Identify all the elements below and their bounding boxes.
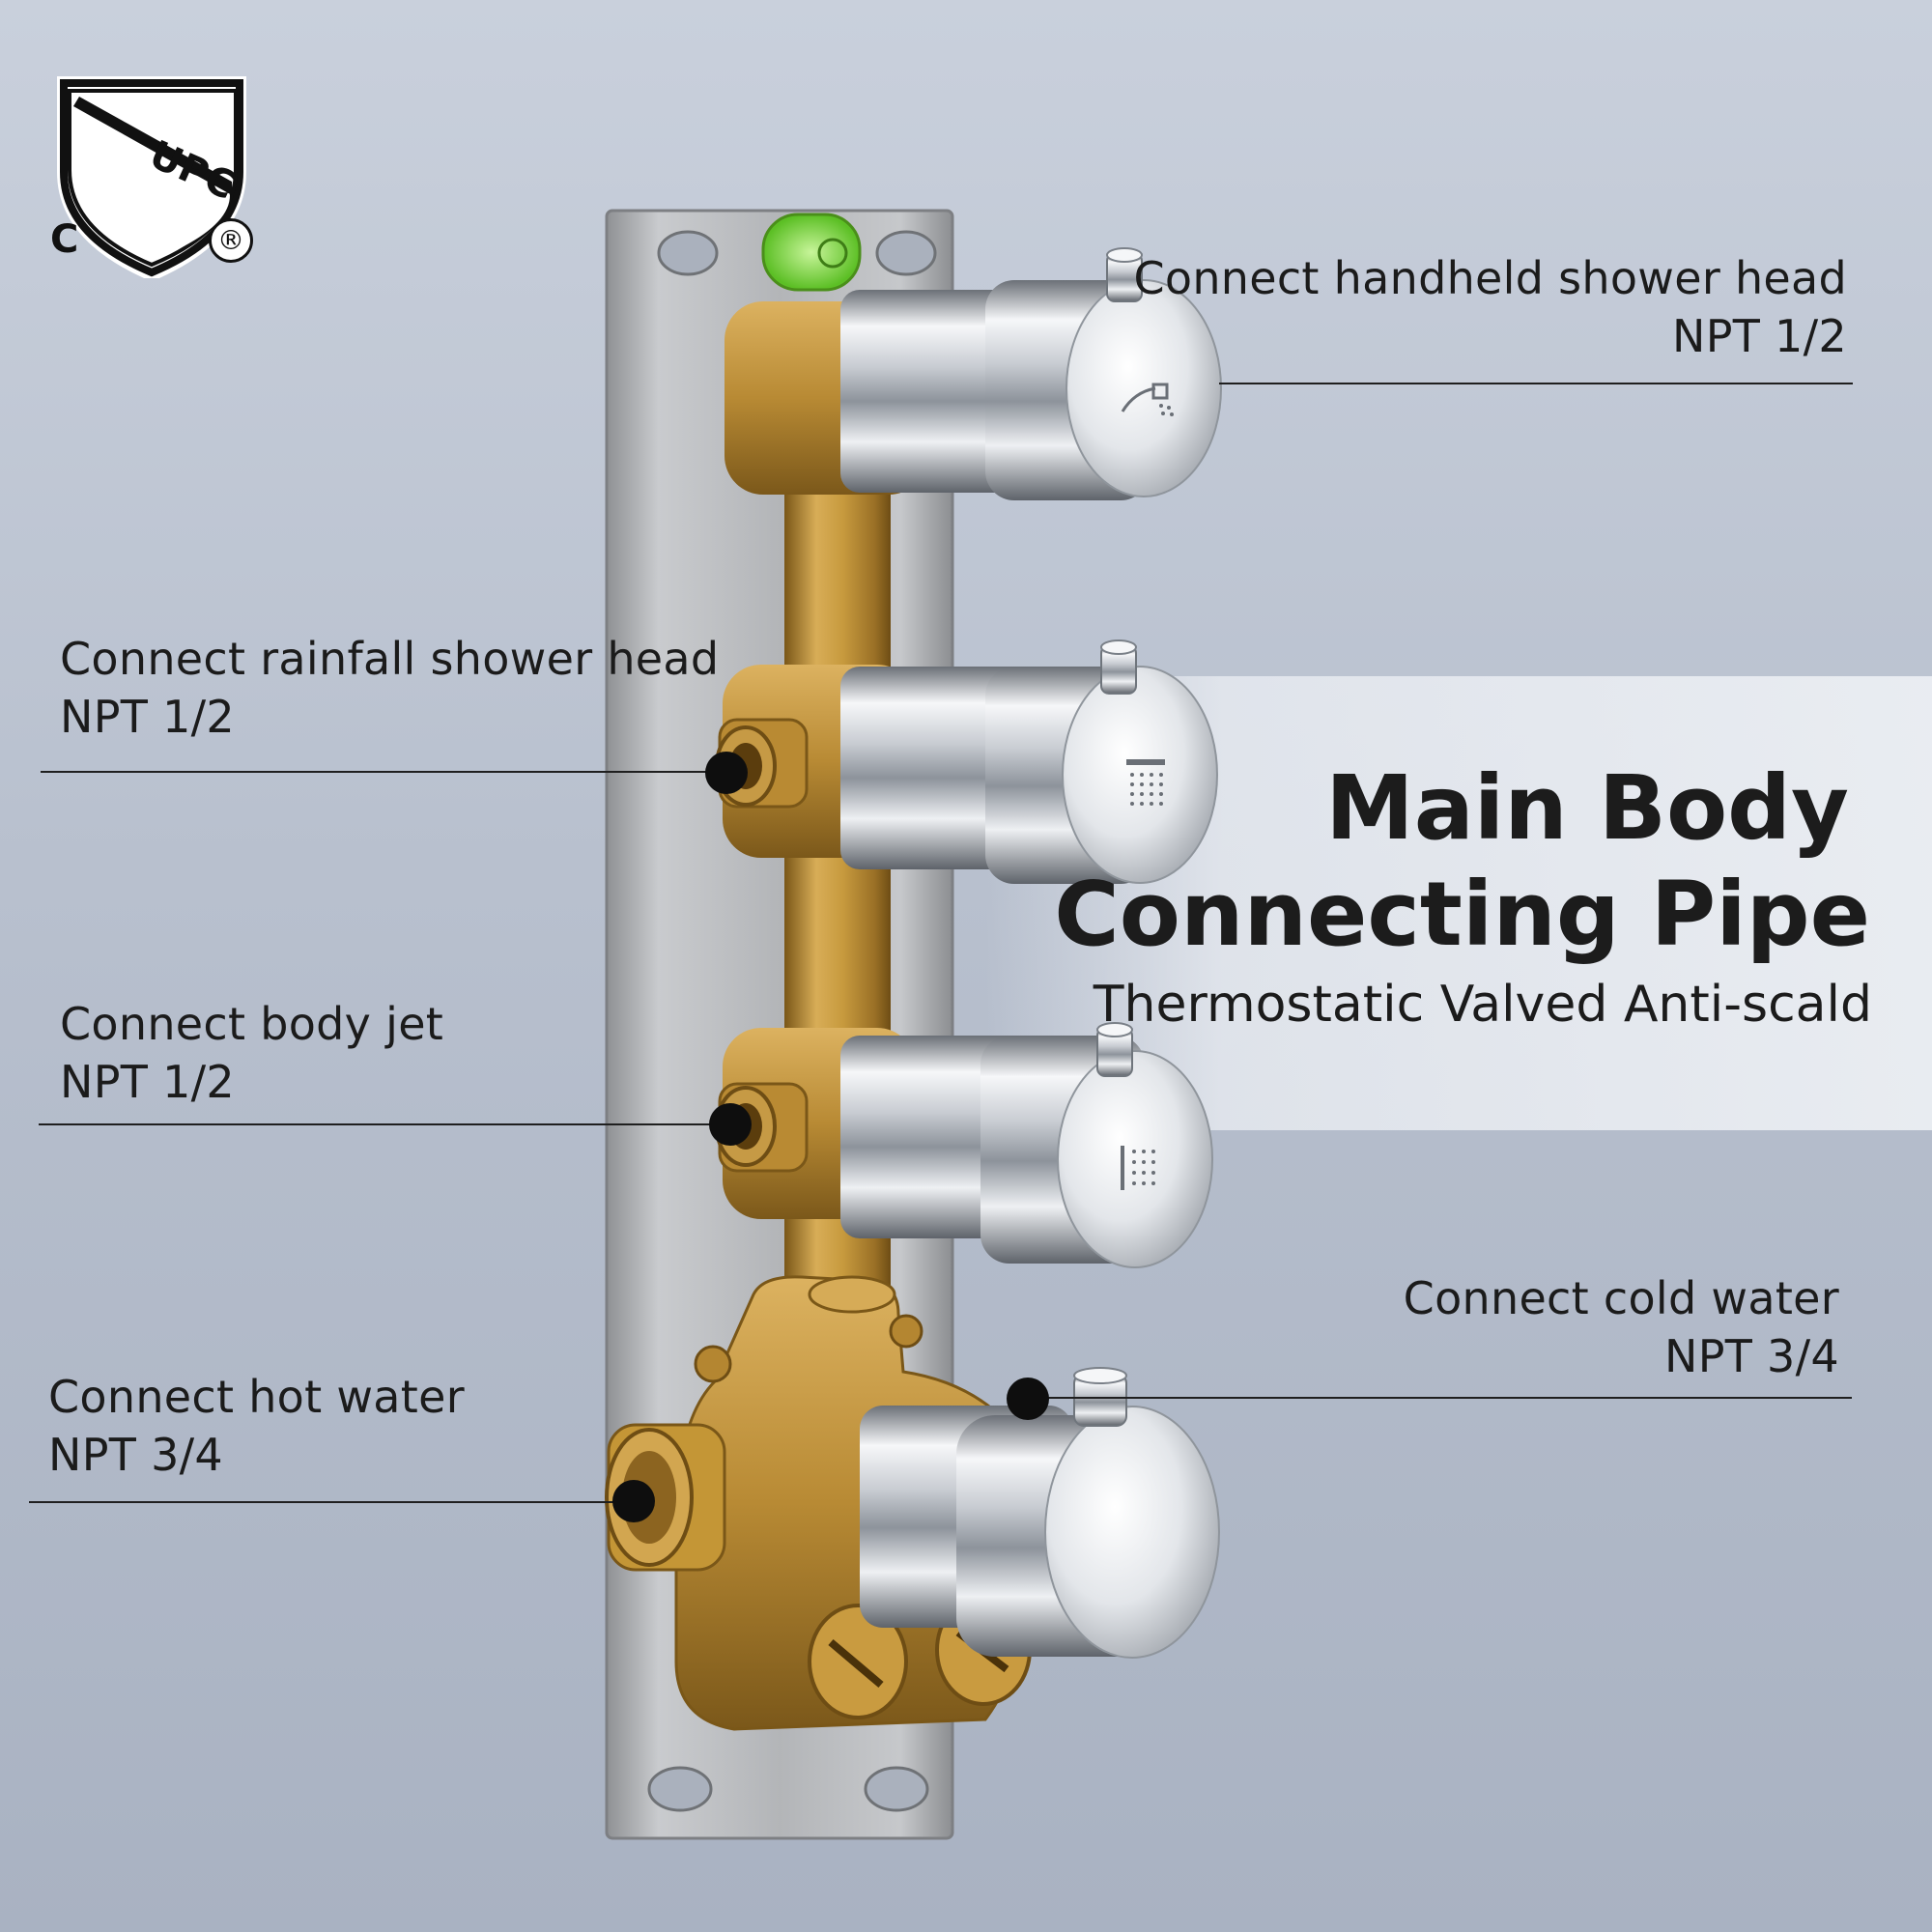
callout-hot-water-title: Connect hot water: [48, 1371, 465, 1423]
callout-cold-water-title: Connect cold water: [1403, 1272, 1839, 1324]
callout-handheld-spec: NPT 1/2: [1671, 310, 1847, 362]
cupc-shield-logo: UPC: [57, 76, 246, 278]
callout-body-jet-spec: NPT 1/2: [60, 1056, 236, 1108]
logo-c-mark: C: [50, 217, 79, 262]
callout-handheld: Connect handheld shower head NPT 1/2: [1133, 249, 1847, 365]
callout-cold-water-line: [1029, 1397, 1852, 1399]
handheld-shower-icon: [1121, 383, 1174, 416]
callout-hot-water: Connect hot water NPT 3/4: [48, 1368, 465, 1484]
page-subtitle: Thermostatic Valved Anti-scald: [1093, 976, 1872, 1034]
callout-handheld-line: [1219, 383, 1853, 384]
registered-mark: ®: [209, 218, 253, 263]
callout-body-jet-title: Connect body jet: [60, 998, 444, 1050]
callout-rainfall: Connect rainfall shower head NPT 1/2: [60, 630, 719, 746]
callout-body-jet: Connect body jet NPT 1/2: [60, 995, 443, 1111]
callout-rainfall-dot: [705, 752, 748, 794]
callout-hot-water-spec: NPT 3/4: [48, 1429, 224, 1481]
callout-rainfall-spec: NPT 1/2: [60, 691, 236, 743]
callout-body-jet-line: [39, 1123, 726, 1125]
callout-cold-water-spec: NPT 3/4: [1663, 1330, 1839, 1382]
callout-rainfall-title: Connect rainfall shower head: [60, 633, 720, 685]
callout-hot-water-dot: [612, 1480, 655, 1522]
title-line-1: Main Body: [1325, 756, 1849, 860]
callout-hot-water-line: [29, 1501, 634, 1503]
rainfall-shower-icon: [1126, 759, 1165, 806]
callout-rainfall-line: [41, 771, 726, 773]
page-title: Main Body Connecting Pipe: [1054, 755, 1870, 968]
callout-cold-water: Connect cold water NPT 3/4: [1404, 1269, 1839, 1385]
callout-body-jet-dot: [709, 1103, 752, 1146]
callout-handheld-title: Connect handheld shower head: [1133, 252, 1847, 304]
callout-cold-water-dot: [1007, 1378, 1049, 1420]
title-line-2: Connecting Pipe: [1054, 863, 1870, 966]
body-jet-icon: [1121, 1146, 1155, 1190]
